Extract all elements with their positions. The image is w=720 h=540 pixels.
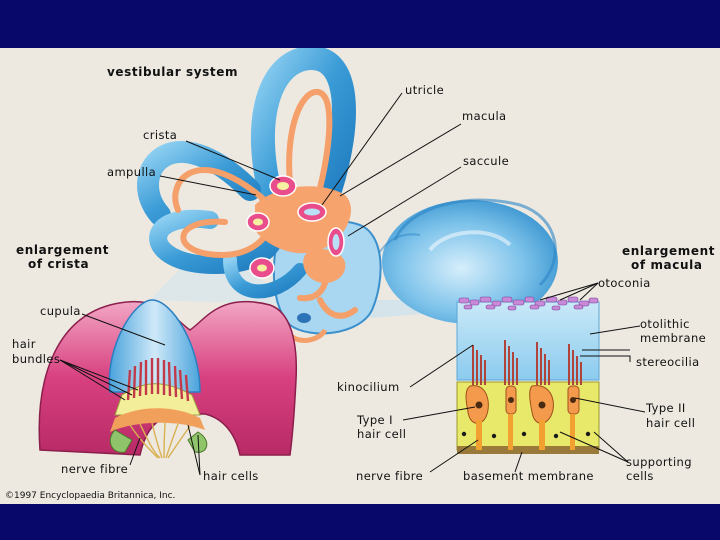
label-nerve-fibre-crista: nerve fibre bbox=[61, 462, 129, 476]
label-otoconia: otoconia bbox=[598, 276, 651, 290]
cochlea bbox=[374, 198, 558, 324]
label-enlargement-of-crista-line2: of crista bbox=[28, 257, 90, 271]
crista-hair-bundles bbox=[126, 358, 190, 402]
utricle-sac bbox=[255, 186, 351, 254]
label-enlargement-of-crista-line1: enlargement bbox=[16, 243, 110, 257]
label-hair-bundles-line1: hair bbox=[12, 337, 36, 351]
supporting-cell-nuclei bbox=[461, 431, 591, 439]
label-ampulla: ampulla bbox=[107, 165, 157, 179]
macula-stereocilia bbox=[472, 340, 582, 385]
maculae bbox=[297, 202, 345, 257]
label-type-ii-line2: hair cell bbox=[646, 416, 696, 430]
label-cupula: cupula bbox=[40, 304, 81, 318]
round-window bbox=[297, 313, 311, 323]
semicircular-canals bbox=[137, 48, 356, 299]
otoconia-crystals bbox=[458, 296, 599, 311]
label-macula: macula bbox=[462, 109, 507, 123]
label-enlargement-of-macula-line1: enlargement bbox=[622, 244, 716, 258]
slide-bottom-band bbox=[0, 504, 720, 540]
copyright-notice: ©1997 Encyclopaedia Britannica, Inc. bbox=[5, 491, 176, 501]
inner-ear-illustration bbox=[38, 48, 646, 476]
macula-nerve-endings bbox=[476, 414, 575, 450]
label-hair-cells: hair cells bbox=[203, 469, 259, 483]
label-crista: crista bbox=[143, 128, 178, 142]
label-utricle: utricle bbox=[405, 83, 445, 97]
label-type-i-line1: Type I bbox=[357, 413, 393, 427]
label-supporting-cells-line1: supporting bbox=[626, 455, 692, 469]
saccule-sac bbox=[303, 249, 346, 284]
label-otolithic-membrane-line2: membrane bbox=[640, 331, 707, 345]
label-nerve-fibre-macula: nerve fibre bbox=[356, 469, 424, 483]
label-supporting-cells-line2: cells bbox=[626, 469, 654, 483]
label-saccule: saccule bbox=[463, 154, 510, 168]
label-kinocilium: kinocilium bbox=[337, 380, 400, 394]
label-otolithic-membrane-line1: otolithic bbox=[640, 317, 690, 331]
label-stereocilia: stereocilia bbox=[636, 355, 700, 369]
label-basement-membrane: basement membrane bbox=[463, 469, 594, 483]
diagram-panel: vestibular system utricle macula crista … bbox=[0, 48, 720, 504]
label-type-i-line2: hair cell bbox=[357, 427, 407, 441]
membranous-labyrinth bbox=[172, 89, 358, 319]
slide-top-band bbox=[0, 0, 720, 48]
leader-lines bbox=[59, 92, 646, 476]
cupula-shape bbox=[108, 299, 201, 393]
macula-enlargement bbox=[456, 296, 600, 454]
label-enlargement-of-macula-line2: of macula bbox=[631, 258, 703, 272]
label-hair-bundles-line2: bundles bbox=[12, 352, 61, 366]
label-vestibular-system: vestibular system bbox=[107, 65, 239, 79]
crista-nerve-fibres bbox=[129, 422, 191, 459]
crista-enlargement bbox=[38, 299, 298, 459]
ampullae bbox=[246, 175, 297, 279]
label-type-ii-line1: Type II bbox=[646, 401, 686, 415]
